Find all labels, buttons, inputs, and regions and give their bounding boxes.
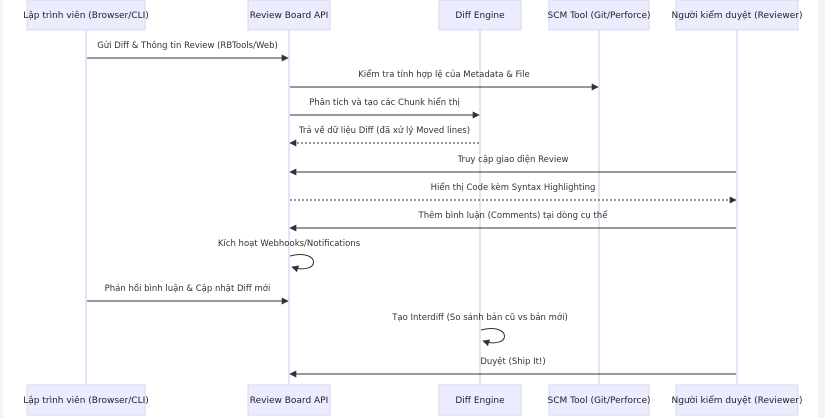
actor-box-rev-bottom [675,384,799,416]
actor-box-dev-bottom [26,384,146,416]
actor-label-rev-bottom: Người kiểm duyệt (Reviewer) [672,395,803,406]
actor-label-scm-top: SCM Tool (Git/Perforce) [547,11,650,21]
actor-box-rb-bottom [247,384,331,416]
actor-box-diff-top [438,0,522,31]
actor-label-dev-top: Lập trình viên (Browser/CLI) [23,10,149,21]
right-edge-strip [818,0,825,418]
message-label-4: Truy cập giao diện Review [457,154,569,165]
actor-label-scm-bottom: SCM Tool (Git/Perforce) [547,396,650,406]
actor-box-scm-bottom [548,384,650,416]
message-label-10: Duyệt (Ship It!) [480,356,545,367]
actor-label-rb-bottom: Review Board API [250,396,329,406]
message-label-8: Phản hồi bình luận & Cập nhật Diff mới [105,283,271,294]
message-arrow-7 [289,254,314,273]
actor-label-diff-bottom: Diff Engine [455,396,505,406]
actor-box-scm-top [548,0,650,31]
message-label-7: Kích hoạt Webhooks/Notifications [218,239,361,249]
actor-box-rb-top [247,0,331,31]
message-label-6: Thêm bình luận (Comments) tại dòng cụ th… [418,210,609,221]
actor-box-rev-top [675,0,799,31]
actor-box-diff-bottom [438,384,522,416]
actor-box-dev-top [26,0,146,31]
message-label-3: Trả về dữ liệu Diff (đã xử lý Moved line… [298,125,470,136]
message-arrow-9 [480,328,505,347]
message-label-5: Hiển thị Code kèm Syntax Highlighting [431,182,596,193]
message-label-1: Kiểm tra tính hợp lệ của Metadata & File [358,69,530,80]
actor-label-diff-top: Diff Engine [455,11,505,21]
left-edge-strip [0,0,3,418]
message-label-9: Tạo Interdiff (So sánh bản cũ vs bản mới… [391,312,568,323]
message-label-0: Gửi Diff & Thông tin Review (RBTools/Web… [97,40,278,51]
message-label-2: Phân tích và tạo các Chunk hiển thị [309,97,460,108]
actor-label-rev-top: Người kiểm duyệt (Reviewer) [672,10,803,21]
actor-label-dev-bottom: Lập trình viên (Browser/CLI) [23,395,149,406]
actor-label-rb-top: Review Board API [250,11,329,21]
